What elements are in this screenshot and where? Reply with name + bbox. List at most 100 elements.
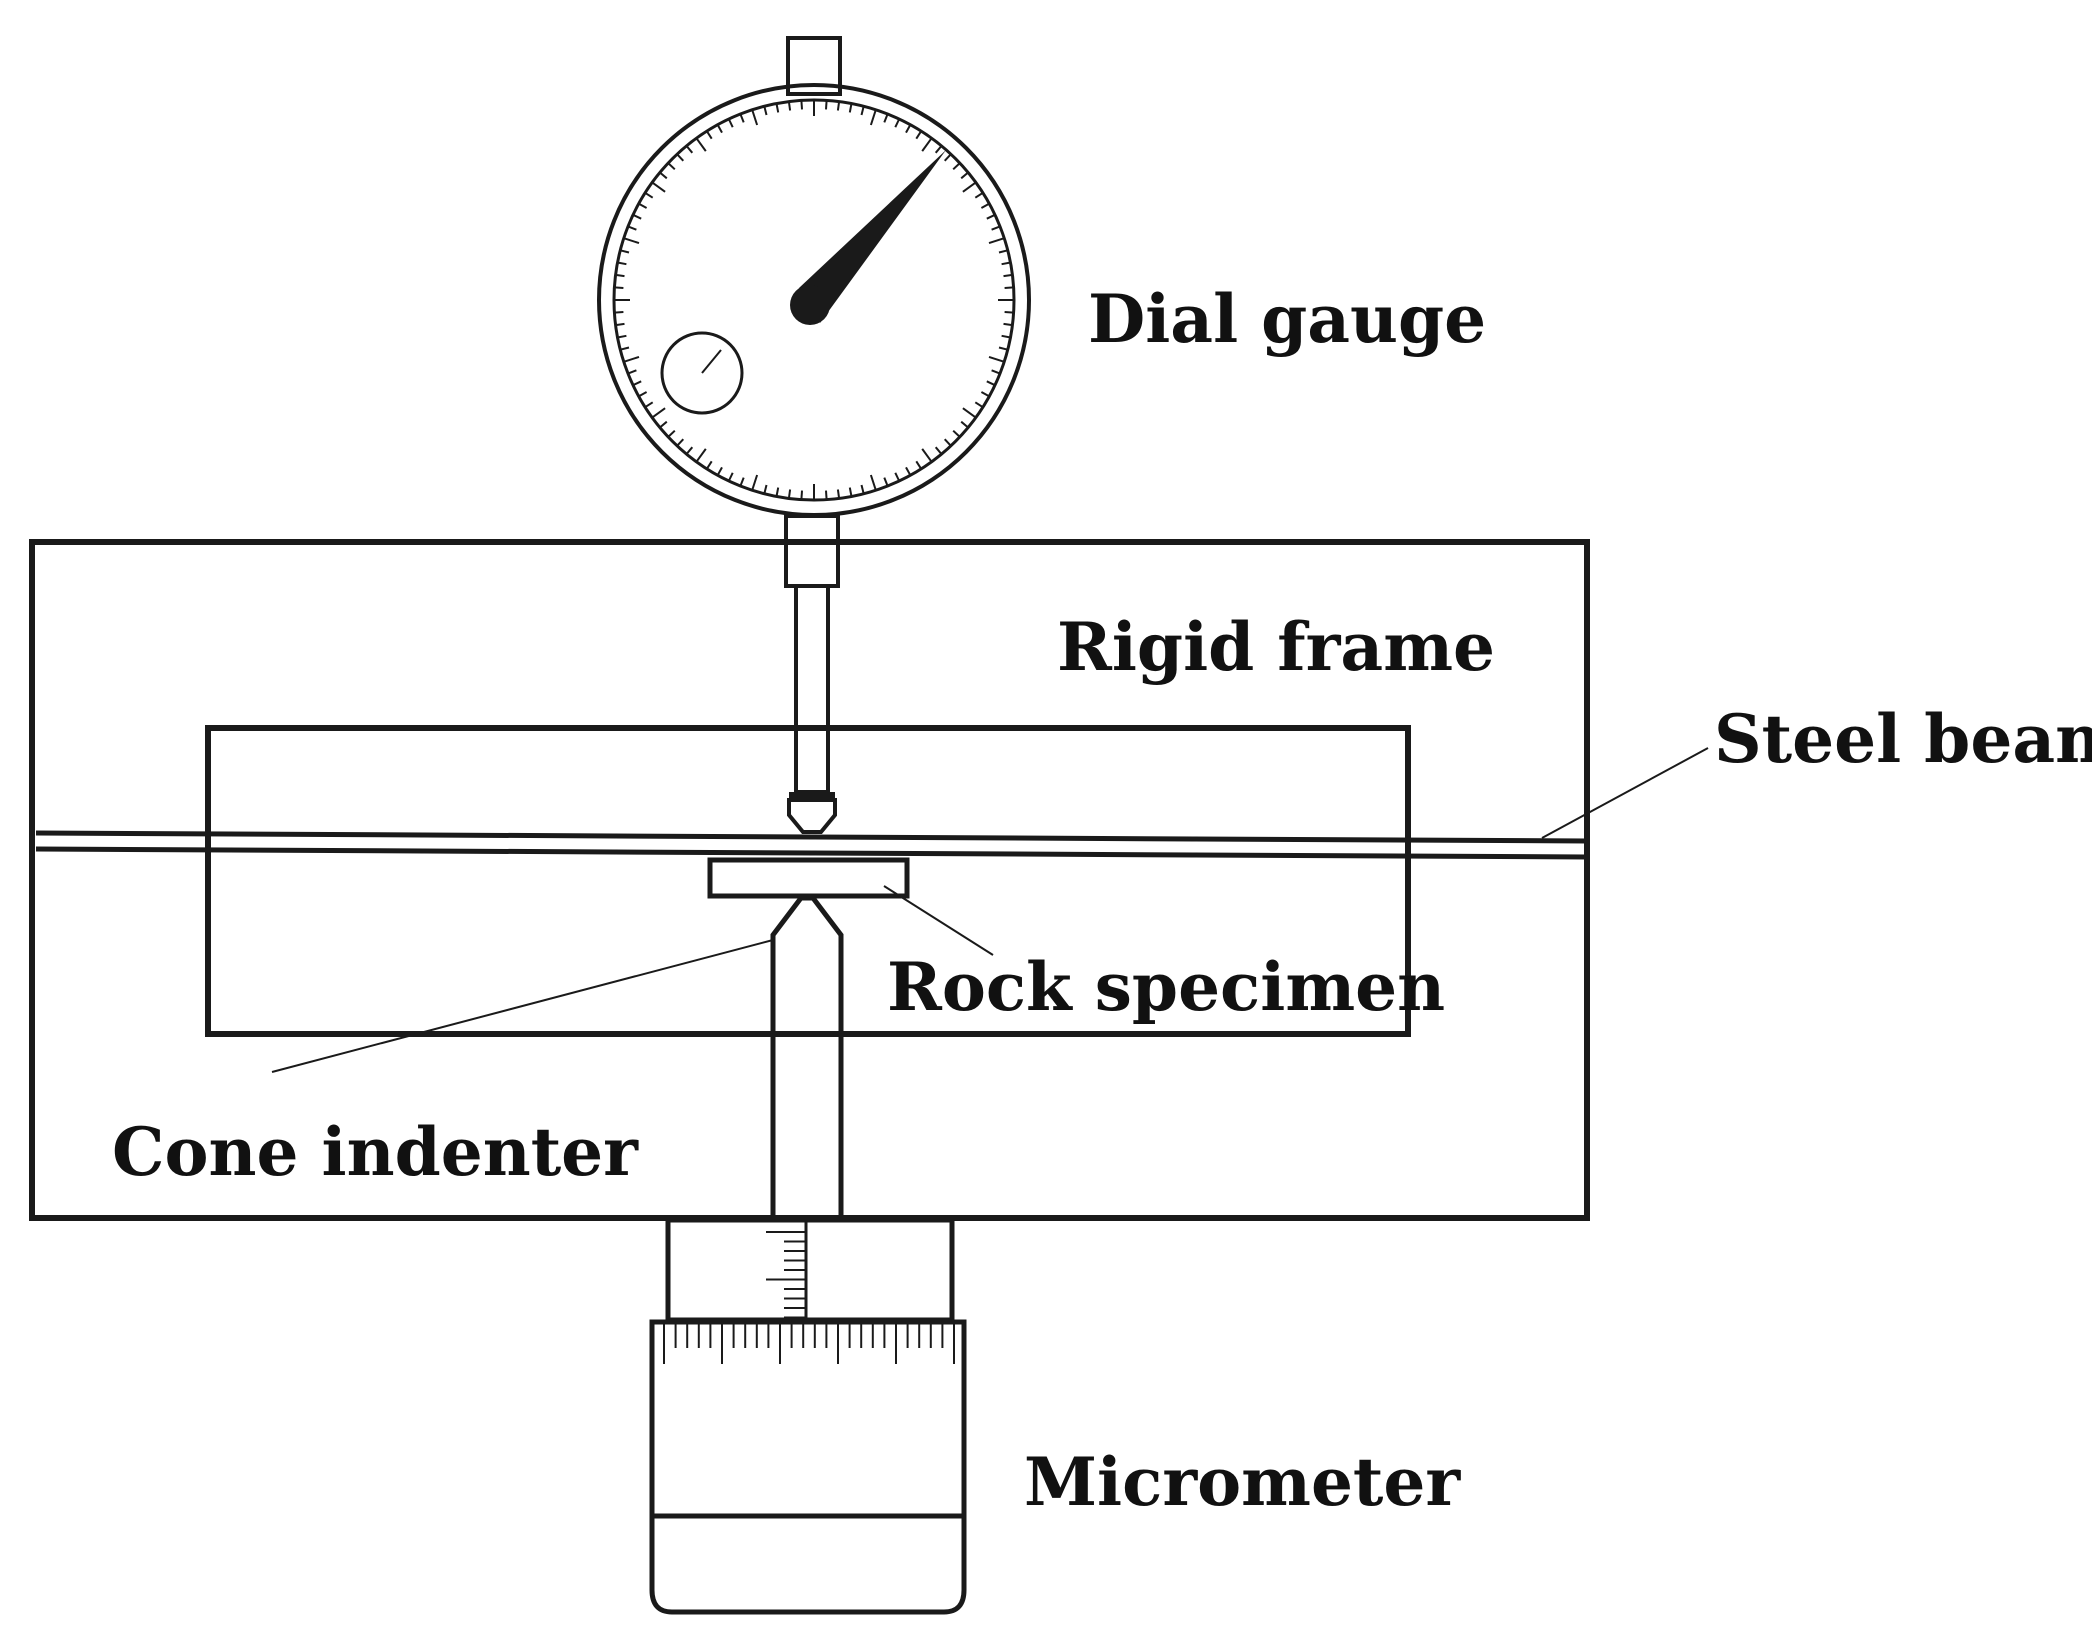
micrometer-label: Micrometer — [1024, 1443, 1461, 1521]
micrometer-thimble — [649, 1319, 967, 1519]
dial-gauge-needle-hub — [790, 285, 830, 325]
scale-tick — [695, 448, 707, 463]
scale-tick — [632, 213, 642, 220]
micrometer — [649, 1217, 967, 1615]
scale-tick — [614, 311, 624, 314]
rock-specimen-leader-line — [883, 885, 994, 956]
scale-tick — [836, 101, 841, 111]
dial-gauge-plunger — [794, 584, 830, 794]
micrometer-sleeve — [665, 1217, 955, 1323]
dial-gauge-label: Dial gauge — [1088, 280, 1486, 358]
scale-tick — [869, 474, 877, 491]
dial-gauge — [597, 36, 1031, 834]
scale-tick — [716, 466, 723, 476]
scale-tick — [943, 153, 952, 162]
scale-tick — [1001, 261, 1011, 266]
scale-tick — [894, 472, 901, 482]
scale-tick — [775, 487, 780, 497]
scale-tick — [905, 124, 912, 134]
scale-tick — [1004, 311, 1014, 314]
scale-tick — [860, 484, 865, 494]
scale-tick — [1003, 322, 1013, 327]
micrometer-sleeve-scale — [766, 1231, 806, 1319]
scale-tick — [617, 334, 627, 339]
scale-tick — [988, 237, 1005, 245]
scale-tick — [727, 118, 734, 128]
scale-tick — [667, 429, 676, 438]
scale-tick — [705, 460, 713, 470]
scale-tick — [623, 355, 640, 363]
scale-tick — [915, 130, 923, 140]
scale-tick — [676, 153, 685, 162]
scale-tick — [695, 137, 707, 152]
scale-tick — [974, 401, 984, 409]
scale-tick — [962, 181, 977, 193]
dial-gauge-scale-ticks — [614, 100, 1014, 500]
scale-tick — [615, 322, 625, 327]
scale-tick — [685, 446, 694, 455]
rigid-frame-label: Rigid frame — [1057, 608, 1495, 686]
scale-tick — [751, 109, 759, 126]
scale-tick — [905, 466, 912, 476]
dial-gauge-subdial — [660, 331, 744, 415]
scale-tick — [869, 109, 877, 126]
scale-tick — [627, 369, 637, 375]
scale-tick — [825, 490, 828, 500]
scale-tick — [644, 191, 654, 199]
scale-tick — [800, 100, 803, 110]
scale-tick — [915, 460, 923, 470]
dial-gauge-subdial-pointer — [701, 349, 722, 374]
scale-tick — [800, 490, 803, 500]
scale-tick — [614, 286, 624, 289]
rock-specimen — [707, 857, 910, 899]
scale-tick — [921, 448, 933, 463]
scale-tick — [1001, 334, 1011, 339]
scale-tick — [651, 181, 666, 193]
scale-tick — [638, 391, 648, 398]
scale-tick — [617, 261, 627, 266]
cone-indenter-label: Cone indenter — [112, 1113, 639, 1191]
scale-tick — [934, 446, 943, 455]
scale-tick — [627, 225, 637, 231]
scale-tick — [659, 171, 668, 180]
scale-tick — [632, 380, 642, 387]
steel-beam-leader-line — [1541, 747, 1709, 839]
cone-indenter — [770, 895, 844, 1218]
scale-tick — [952, 429, 961, 438]
scale-tick — [986, 213, 996, 220]
scale-tick — [960, 171, 969, 180]
scale-tick — [1003, 273, 1013, 278]
steel-beam — [35, 830, 1588, 860]
steel-beam-label: Steel beam — [1714, 700, 2092, 778]
dial-gauge-top-stem — [786, 36, 842, 96]
dial-gauge-bottom-collar — [784, 514, 840, 588]
scale-tick — [980, 202, 990, 209]
scale-tick — [620, 249, 630, 254]
scale-tick — [651, 407, 666, 419]
scale-tick — [894, 118, 901, 128]
scale-tick — [676, 438, 685, 447]
cone-indenter-leader-line — [271, 939, 774, 1073]
scale-tick — [716, 124, 723, 134]
scale-tick — [620, 346, 630, 351]
scale-tick — [623, 237, 640, 245]
scale-tick — [775, 103, 780, 113]
micrometer-knurled-grip — [649, 1513, 967, 1615]
micrometer-thimble-scale — [663, 1322, 955, 1364]
scale-tick — [991, 369, 1001, 375]
scale-tick — [943, 438, 952, 447]
scale-tick — [615, 273, 625, 278]
scale-tick — [934, 145, 943, 154]
dial-gauge-needle — [799, 150, 946, 323]
scale-tick — [986, 380, 996, 387]
rock-specimen-label: Rock specimen — [887, 948, 1445, 1026]
scale-tick — [739, 113, 745, 123]
scale-tick — [763, 106, 768, 116]
scale-tick — [998, 249, 1008, 254]
scale-tick — [727, 472, 734, 482]
scale-tick — [980, 391, 990, 398]
scale-tick — [962, 407, 977, 419]
scale-tick — [998, 346, 1008, 351]
dial-gauge-plunger-ring — [789, 792, 835, 800]
